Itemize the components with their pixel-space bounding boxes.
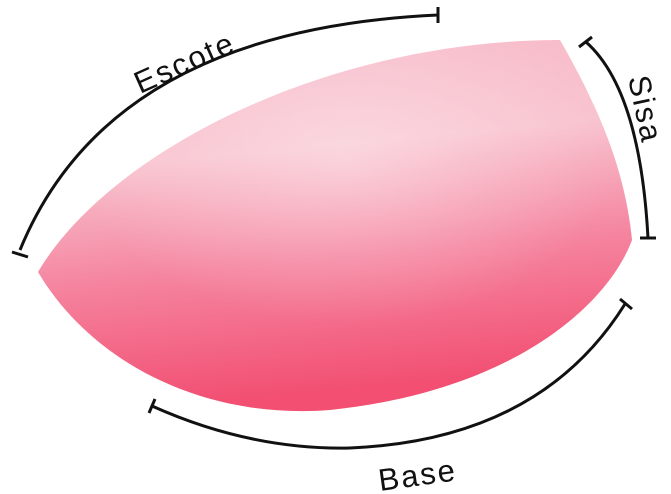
neckline-tick-start	[12, 252, 28, 257]
bra-cup-shape	[38, 40, 632, 411]
armhole-label: Sisa	[621, 72, 669, 146]
neckline-label: Escote	[129, 25, 241, 100]
base-label: Base	[376, 452, 459, 494]
